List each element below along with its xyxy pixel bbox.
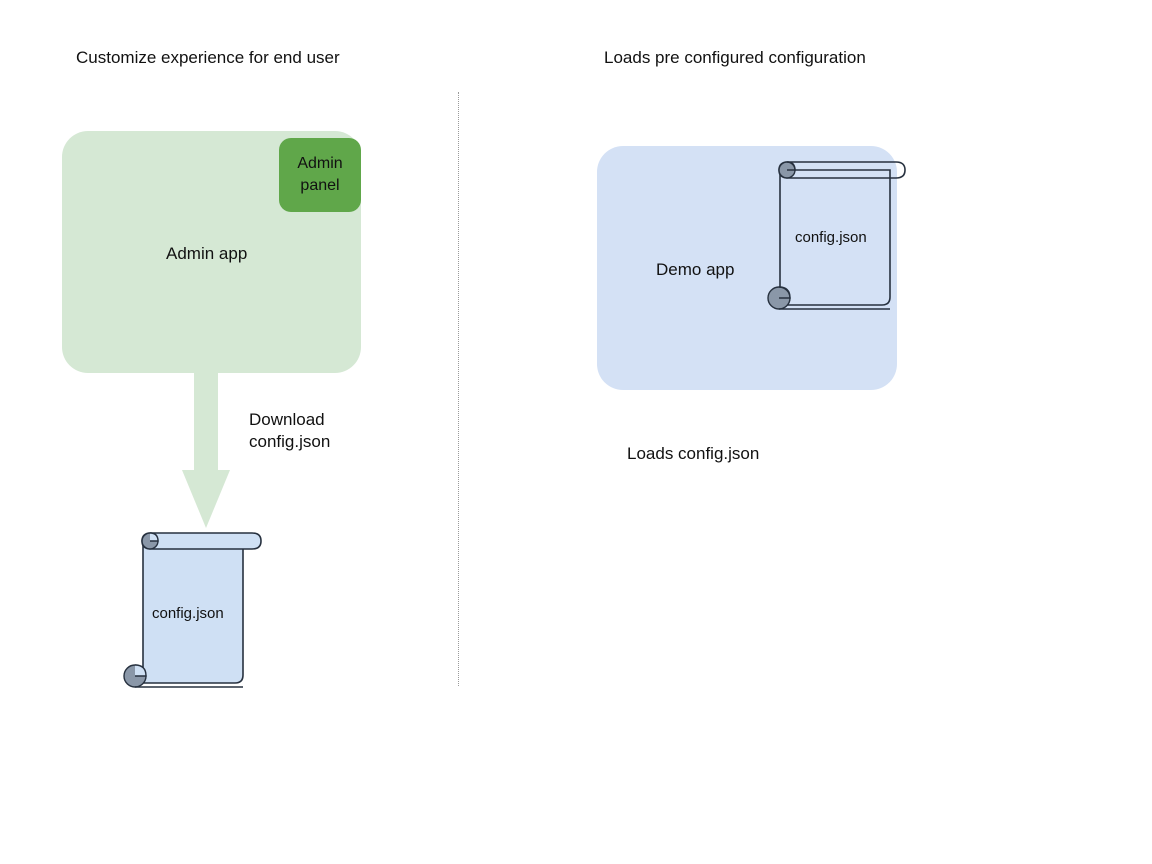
down-block-arrow-icon	[182, 370, 230, 528]
scroll-document-icon[interactable]	[762, 152, 917, 317]
scroll-document-label: config.json	[152, 605, 224, 622]
demo-app-box[interactable]	[597, 146, 897, 390]
admin-app-label: Admin app	[166, 244, 248, 263]
scroll-document-icon[interactable]	[118, 525, 273, 697]
left-column-title: Customize experience for end user	[76, 48, 340, 67]
admin-panel-tile[interactable]: Admin panel	[279, 138, 361, 212]
vertical-dotted-divider-icon	[458, 92, 459, 686]
right-column-title: Loads pre configured configuration	[604, 48, 866, 67]
loads-config-caption: Loads config.json	[627, 444, 760, 463]
scroll-document-label: config.json	[795, 229, 867, 246]
demo-app-label: Demo app	[656, 260, 735, 279]
download-arrow-label: Download config.json	[249, 410, 331, 451]
admin-panel-label: Admin panel	[297, 155, 343, 194]
